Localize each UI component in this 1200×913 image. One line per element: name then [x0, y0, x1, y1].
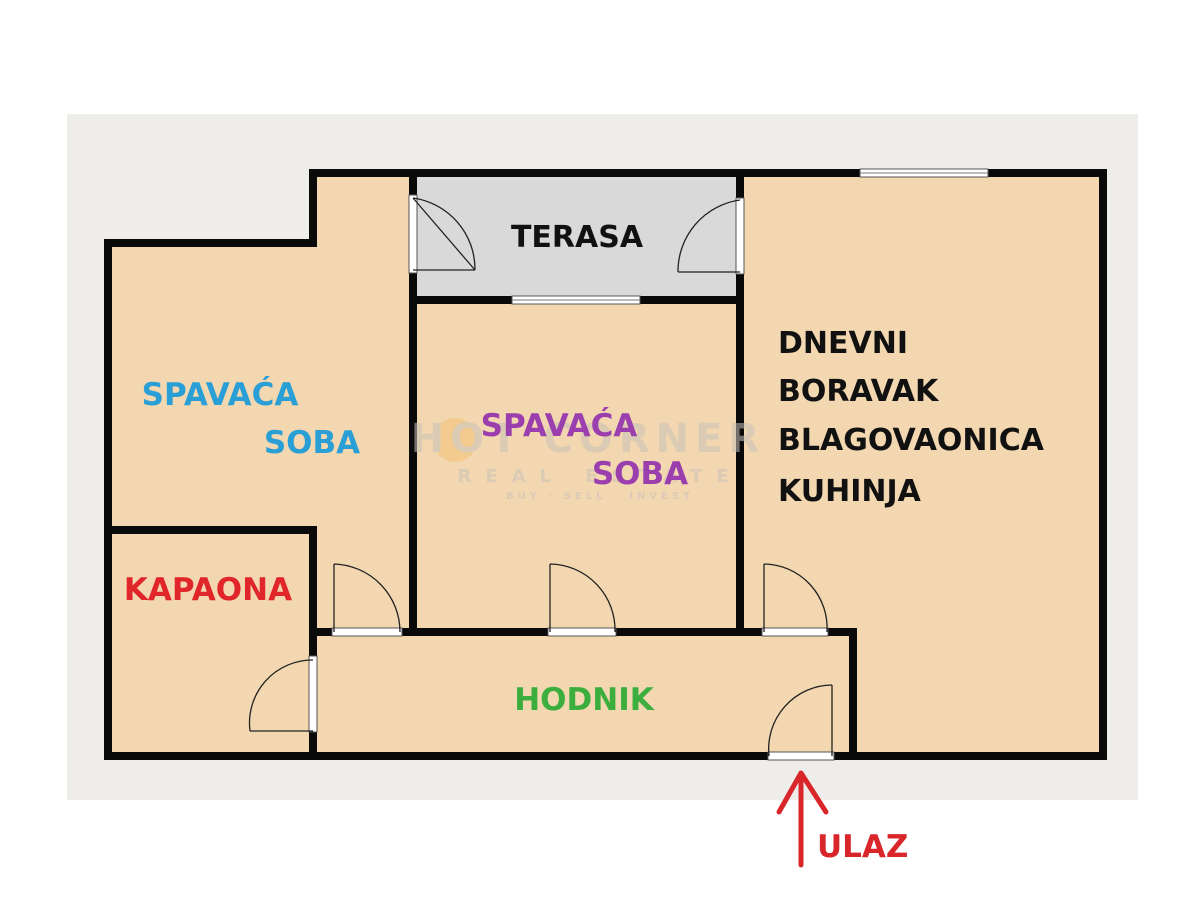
- outer-wall: [104, 169, 1107, 760]
- door-living: [763, 563, 828, 633]
- door-storage: [248, 659, 314, 732]
- door-terrace-right: [677, 199, 741, 273]
- watermark-line2: REAL ESTATE: [457, 466, 742, 487]
- label-bedroom-left-line1: SPAVAĆA: [142, 376, 299, 413]
- label-bedroom-middle-line2: SOBA: [592, 456, 688, 492]
- opening-bedroom-middle: [547, 627, 617, 637]
- door-terrace-left: [412, 197, 476, 271]
- label-bedroom-middle-line1: SPAVAĆA: [481, 407, 638, 444]
- label-living-line1: DNEVNI: [778, 326, 908, 361]
- floor-hallway: [313, 632, 853, 756]
- opening-terrace-left: [408, 194, 418, 274]
- label-bedroom-left-line2: SOBA: [264, 425, 360, 461]
- opening-living: [761, 627, 829, 637]
- entrance-label: ULAZ: [817, 829, 908, 865]
- opening-terrace-right: [735, 197, 745, 275]
- opening-entrance: [767, 751, 835, 761]
- opening-bedroom-left: [331, 627, 403, 637]
- floor-bedroom-middle: [413, 300, 740, 632]
- opening-storage: [308, 655, 318, 733]
- floor-storage: [108, 530, 313, 756]
- label-living-line3: BLAGOVAONICA: [778, 423, 1045, 458]
- windows: [308, 168, 989, 761]
- watermark-line1: HOT CORNER: [411, 416, 765, 462]
- label-living-line2: BORAVAK: [778, 374, 940, 409]
- arrow-up-icon: [776, 770, 829, 868]
- label-living-line4: KUHINJA: [778, 474, 922, 509]
- room-floors: [108, 173, 1103, 756]
- label-hallway: HODNIK: [514, 682, 655, 718]
- door-entrance: [767, 684, 833, 757]
- watermark-sun-icon: [433, 418, 477, 462]
- label-storage: KAPAONA: [124, 572, 292, 608]
- floor-bedroom-left: [108, 173, 413, 632]
- floor-living: [740, 173, 1103, 756]
- label-terrace: TERASA: [511, 220, 644, 255]
- doors: [248, 197, 833, 757]
- watermark: HOT CORNER REAL ESTATE BUY · SELL · INVE…: [411, 416, 765, 502]
- door-bedroom-middle: [549, 563, 616, 633]
- door-bedroom-left: [333, 563, 401, 633]
- watermark-line3: BUY · SELL · INVEST: [506, 491, 694, 502]
